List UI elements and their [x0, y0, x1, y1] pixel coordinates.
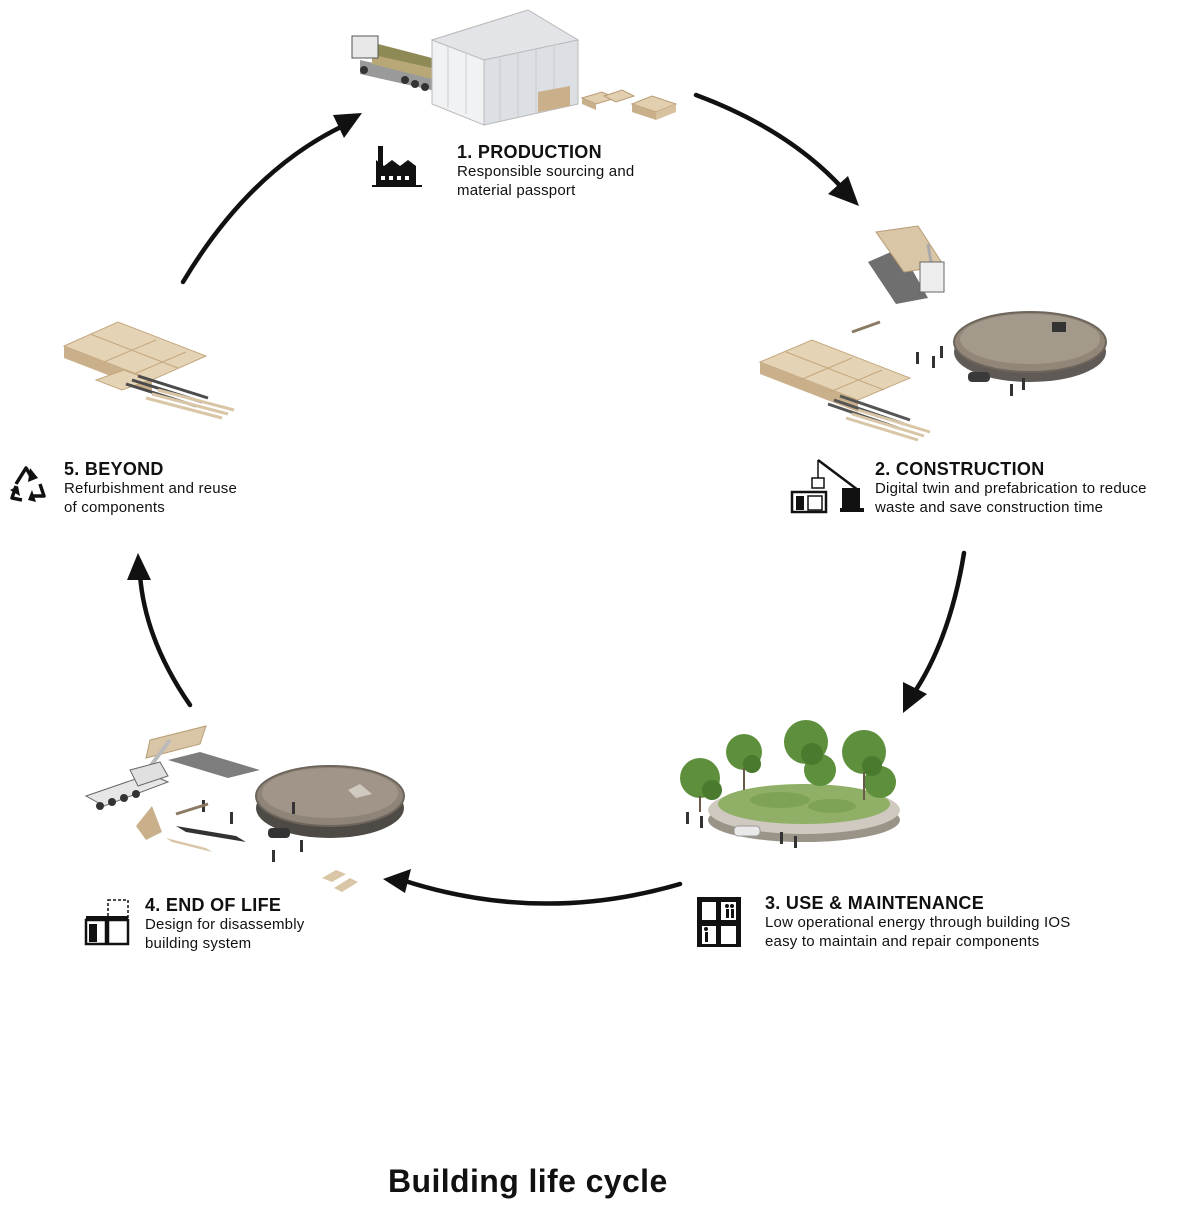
beyond-illustration	[62, 321, 235, 420]
stage-title: 2. CONSTRUCTION	[875, 459, 1045, 479]
stage-description-line-2: easy to maintain and repair components	[765, 933, 1040, 950]
stage-title: 3. USE & MAINTENANCE	[765, 893, 985, 913]
stage-title: 5. BEYOND	[64, 459, 164, 479]
crane-icon	[790, 459, 864, 514]
cycle-arrows	[137, 92, 967, 906]
stage-description-line-2: waste and save construction time	[875, 499, 1104, 516]
stage-title: 1. PRODUCTION	[457, 142, 602, 162]
arrow-production-to-construction	[693, 92, 847, 193]
stage-description-line-1: Refurbishment and reuse	[64, 480, 238, 497]
arrowhead-2	[903, 682, 927, 713]
production-illustration	[351, 9, 678, 126]
stage-description-line-1: Design for disassembly	[145, 916, 305, 933]
diagram-title: Building life cycle	[388, 1163, 668, 1199]
stage-description-line-2: building system	[145, 935, 252, 952]
arrowhead-5	[333, 113, 362, 138]
stage-use-maintenance: 3. USE & MAINTENANCE Low operational ene…	[765, 893, 1070, 951]
arrowheads	[127, 113, 927, 893]
use-illustration	[680, 720, 900, 848]
arrowhead-1	[828, 176, 859, 206]
arrow-beyond-to-production	[180, 122, 348, 285]
building-people-icon	[697, 897, 741, 947]
stage-beyond: 5. BEYOND Refurbishment and reuse of com…	[64, 459, 237, 517]
stage-description-line-2: material passport	[457, 182, 576, 199]
stage-description-line-1: Low operational energy through building …	[765, 914, 1071, 931]
stage-title: 4. END OF LIFE	[145, 895, 282, 915]
stage-description-line-1: Responsible sourcing and	[457, 163, 635, 180]
arrow-use-to-end-of-life	[399, 877, 683, 906]
arrowhead-3	[383, 869, 411, 893]
arrow-construction-to-use	[909, 550, 967, 699]
arrow-end-of-life-to-beyond	[137, 572, 193, 708]
arrowhead-4	[127, 553, 151, 580]
construction-illustration	[758, 225, 1107, 442]
stage-production: 1. PRODUCTION Responsible sourcing and m…	[457, 142, 634, 200]
disassembly-icon	[84, 899, 130, 946]
stage-description-line-1: Digital twin and prefabrication to reduc…	[875, 480, 1147, 497]
stage-description-line-2: of components	[64, 499, 165, 516]
end-of-life-illustration	[84, 725, 405, 892]
stage-end-of-life: 4. END OF LIFE Design for disassembly bu…	[145, 895, 304, 953]
stage-construction: 2. CONSTRUCTION Digital twin and prefabr…	[875, 459, 1147, 517]
factory-icon	[372, 146, 422, 187]
recycle-icon	[10, 466, 46, 502]
